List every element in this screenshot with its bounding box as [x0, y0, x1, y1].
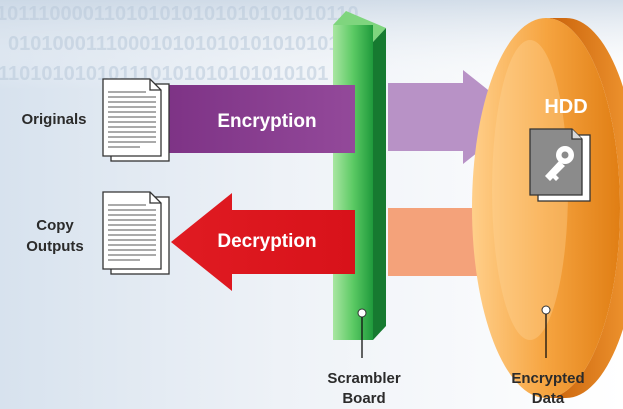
encrypted-data-label-line2: Data	[532, 390, 565, 407]
key-icon	[545, 146, 574, 181]
hdd-marker	[541, 305, 551, 315]
encryption-label: Encryption	[217, 111, 316, 132]
hdd-label: HDD	[544, 96, 587, 118]
decryption-arrow: Decryption	[171, 193, 355, 291]
scrambler-board	[333, 11, 386, 340]
encryption-arrow-body	[134, 85, 355, 153]
key-document-icon	[529, 128, 591, 202]
scrambler-board-label-line2: Board	[342, 390, 385, 407]
background-binary: 101110000110101010101010101010110 010100…	[0, 3, 359, 85]
binary-row: 101110000110101010101010101010110	[0, 3, 359, 25]
hdd-disk	[472, 18, 623, 398]
binary-row: 010100011100010101010101010101	[8, 33, 339, 55]
decryption-arrow-body	[171, 193, 355, 291]
originals-document-icon	[102, 78, 170, 162]
scrambler-board-label-line1: Scrambler	[327, 370, 401, 387]
copy-outputs-label-line2: Outputs	[26, 238, 84, 255]
originals-label: Originals	[21, 111, 86, 128]
scrambler-board-side	[373, 28, 386, 340]
copy-outputs-document-icon	[102, 191, 170, 275]
hdd-disk-face	[472, 18, 620, 398]
encrypted-data-label-line1: Encrypted	[511, 370, 584, 387]
decryption-label: Decryption	[217, 231, 316, 252]
scrambler-board-marker	[357, 308, 367, 318]
encryption-arrow: Encryption	[134, 85, 355, 153]
binary-row: 110101010101110101010101010101	[0, 63, 328, 85]
copy-outputs-label-line1: Copy	[36, 217, 74, 234]
scrambler-board-front	[333, 25, 373, 340]
